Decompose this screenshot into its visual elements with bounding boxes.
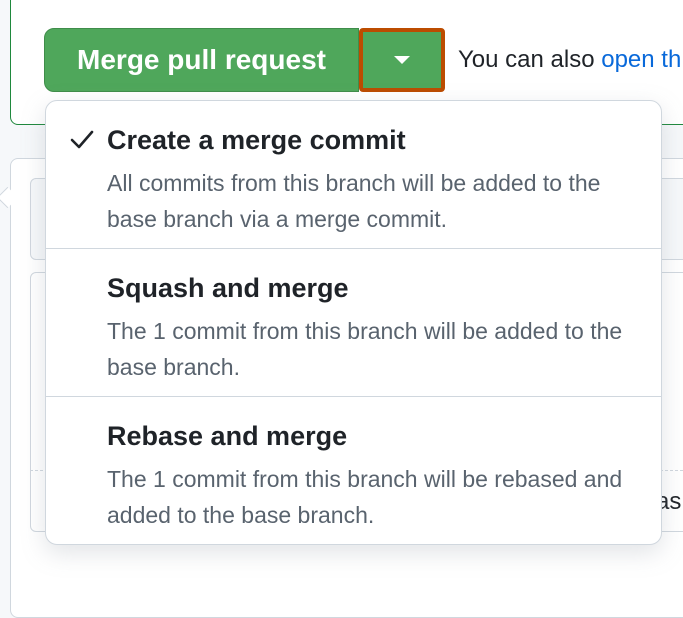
merge-pull-request-button[interactable]: Merge pull request: [44, 28, 359, 92]
menu-item-description: All commits from this branch will be add…: [107, 170, 601, 232]
check-icon: [70, 130, 94, 149]
menu-item-description: The 1 commit from this branch will be ad…: [107, 318, 623, 380]
caret-down-icon: [394, 56, 410, 64]
alternative-options-text: You can also open th: [458, 46, 681, 74]
menu-item-title: Rebase and merge: [107, 421, 348, 451]
menu-item-rebase-and-merge[interactable]: Rebase and merge The 1 commit from this …: [46, 397, 661, 544]
merge-button-group: Merge pull request: [44, 28, 445, 92]
merge-method-menu: Create a merge commit All commits from t…: [45, 100, 662, 545]
menu-item-title: Squash and merge: [107, 273, 349, 303]
open-in-link[interactable]: open th: [601, 46, 682, 73]
menu-item-description: The 1 commit from this branch will be re…: [107, 466, 623, 528]
alternative-options-label: You can also: [458, 46, 602, 73]
menu-item-title: Create a merge commit: [107, 125, 406, 155]
menu-item-squash-and-merge[interactable]: Squash and merge The 1 commit from this …: [46, 249, 661, 397]
merge-method-dropdown-button[interactable]: [359, 28, 445, 92]
menu-item-create-merge-commit[interactable]: Create a merge commit All commits from t…: [46, 101, 661, 249]
